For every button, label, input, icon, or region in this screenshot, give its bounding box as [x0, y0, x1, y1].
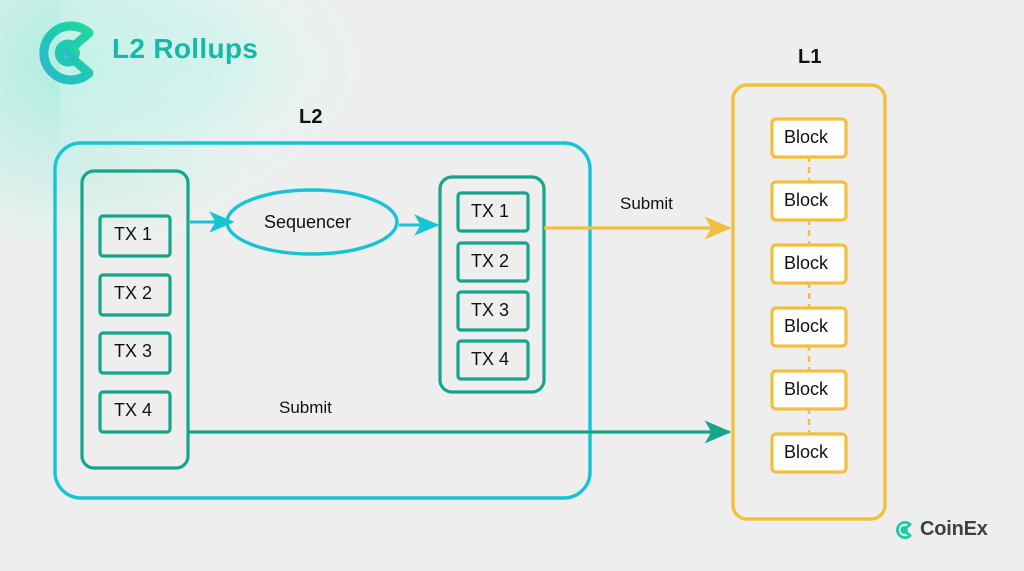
l1-block-box: [770, 243, 848, 285]
right-tx-box: [456, 191, 530, 233]
right-tx-label: TX 1: [471, 201, 510, 221]
left-tx-label: TX 2: [114, 283, 153, 303]
l1-block-box: [770, 432, 848, 474]
left-tx-label: TX 4: [114, 400, 153, 420]
right-tx-label: TX 3: [471, 300, 510, 320]
watermark-text: CoinEx: [920, 518, 988, 540]
page-title: L2 Rollups: [112, 33, 259, 64]
right-tx-box: [456, 290, 530, 332]
l1-block-label: Block: [784, 379, 829, 399]
watermark: CoinEx: [893, 518, 988, 541]
l1-block-label: Block: [784, 190, 829, 210]
right-tx-label: TX 4: [471, 349, 510, 369]
sequencer-node: [225, 188, 399, 256]
left-tx-box: [98, 390, 172, 434]
l1-block-label: Block: [784, 127, 829, 147]
l1-label: L1: [798, 46, 822, 68]
left-tx-box: [98, 331, 172, 375]
right-tx-box: [456, 241, 530, 283]
l1-block-label: Block: [784, 442, 829, 462]
l2-container: [53, 141, 592, 500]
l2-label: L2: [299, 106, 323, 128]
l1-block-label: Block: [784, 253, 829, 273]
l1-block-box: [770, 180, 848, 222]
left-tx-box: [98, 273, 172, 317]
l1-block-label: Block: [784, 316, 829, 336]
l1-block-box: [770, 369, 848, 411]
left-tx-label: TX 1: [114, 224, 153, 244]
submit-label-lower: Submit: [279, 398, 332, 417]
right-tx-box: [456, 339, 530, 381]
coinex-logo-icon: [39, 21, 94, 85]
sequencer-label: Sequencer: [264, 212, 352, 232]
left-tx-stack-container: [80, 169, 190, 470]
l1-block-box: [770, 117, 848, 159]
coinex-logo-icon: [896, 520, 912, 539]
left-tx-label: TX 3: [114, 341, 153, 361]
submit-label-upper: Submit: [620, 194, 673, 213]
right-tx-stack-container: [438, 175, 546, 394]
left-tx-box: [98, 214, 172, 258]
l1-block-box: [770, 306, 848, 348]
right-tx-label: TX 2: [471, 251, 510, 271]
l1-container: [731, 83, 887, 521]
